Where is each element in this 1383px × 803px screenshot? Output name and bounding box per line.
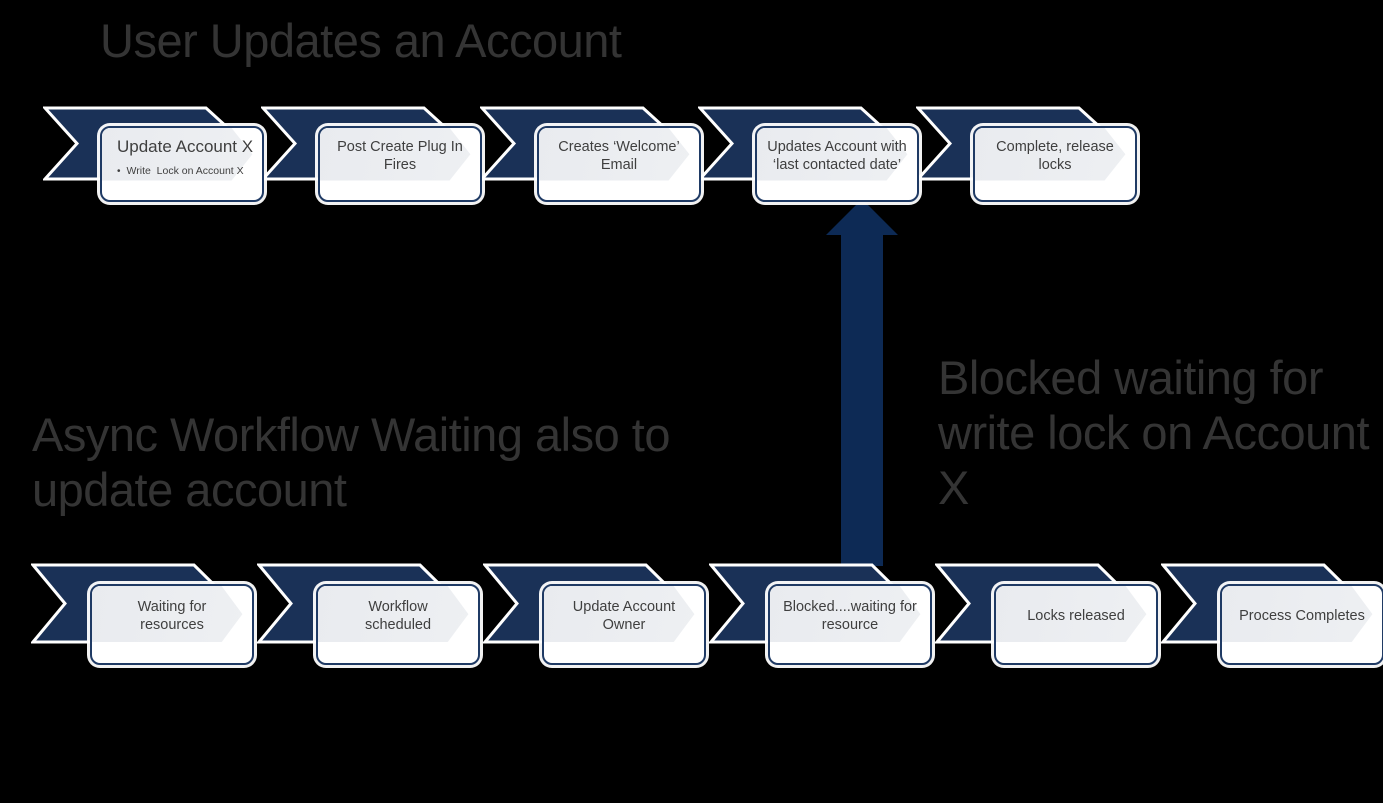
step-content: Update Account X • Write Lock on Account… [117,137,258,178]
step-box-shade [996,586,1147,643]
step-box-update-account-x: Update Account X • Write Lock on Account… [100,126,264,202]
step-box-shade [975,128,1126,181]
bottom-flow-title: Async Workflow Waiting also to update ac… [32,408,671,516]
step-box-shade [102,128,253,181]
step-label: Post Create Plug In Fires [337,139,463,173]
step-box-blocked-waiting: Blocked....waiting for resource [768,584,932,665]
blocked-annotation: Blocked waiting for write lock on Accoun… [938,351,1370,514]
step-box-shade [318,586,469,643]
step-label: Complete, release locks [996,139,1114,173]
step-box-shade [92,586,243,643]
step-box-shade [320,128,471,181]
step-label: Waiting for resources [137,599,207,633]
step-label: Workflow scheduled [364,599,432,633]
bullet-icon: • [117,166,121,177]
step-box-locks-released: Locks released [994,584,1158,665]
step-box-post-create-plugin: Post Create Plug In Fires [318,126,482,202]
step-box-shade [539,128,690,181]
step-box-shade [1222,586,1373,643]
step-box-updates-last-contacted: Updates Account with ‘last contacted dat… [755,126,919,202]
step-box-shade [544,586,695,643]
step-label: Blocked....waiting for resource [783,599,917,633]
step-label: Locks released [1027,607,1125,624]
step-box-update-account-owner: Update Account Owner [542,584,706,665]
step-label: Process Completes [1239,607,1365,624]
step-bullet-text: Write Lock on Account X [126,165,244,177]
step-box-shade [757,128,908,181]
up-arrow-icon [826,199,898,566]
step-bullet-item: • Write Lock on Account X [117,165,258,178]
step-label: Update Account Owner [572,599,676,633]
step-title: Update Account X [117,137,254,156]
step-box-creates-welcome-email: Creates ‘Welcome’ Email [537,126,701,202]
step-box-complete-release-locks: Complete, release locks [973,126,1137,202]
step-box-process-completes: Process Completes [1220,584,1383,665]
step-box-waiting-for-resources: Waiting for resources [90,584,254,665]
step-box-shade [770,586,921,643]
top-flow-title: User Updates an Account [100,14,622,67]
step-box-workflow-scheduled: Workflow scheduled [316,584,480,665]
step-label: Updates Account with ‘last contacted dat… [767,139,907,173]
step-label: Creates ‘Welcome’ Email [558,139,680,173]
